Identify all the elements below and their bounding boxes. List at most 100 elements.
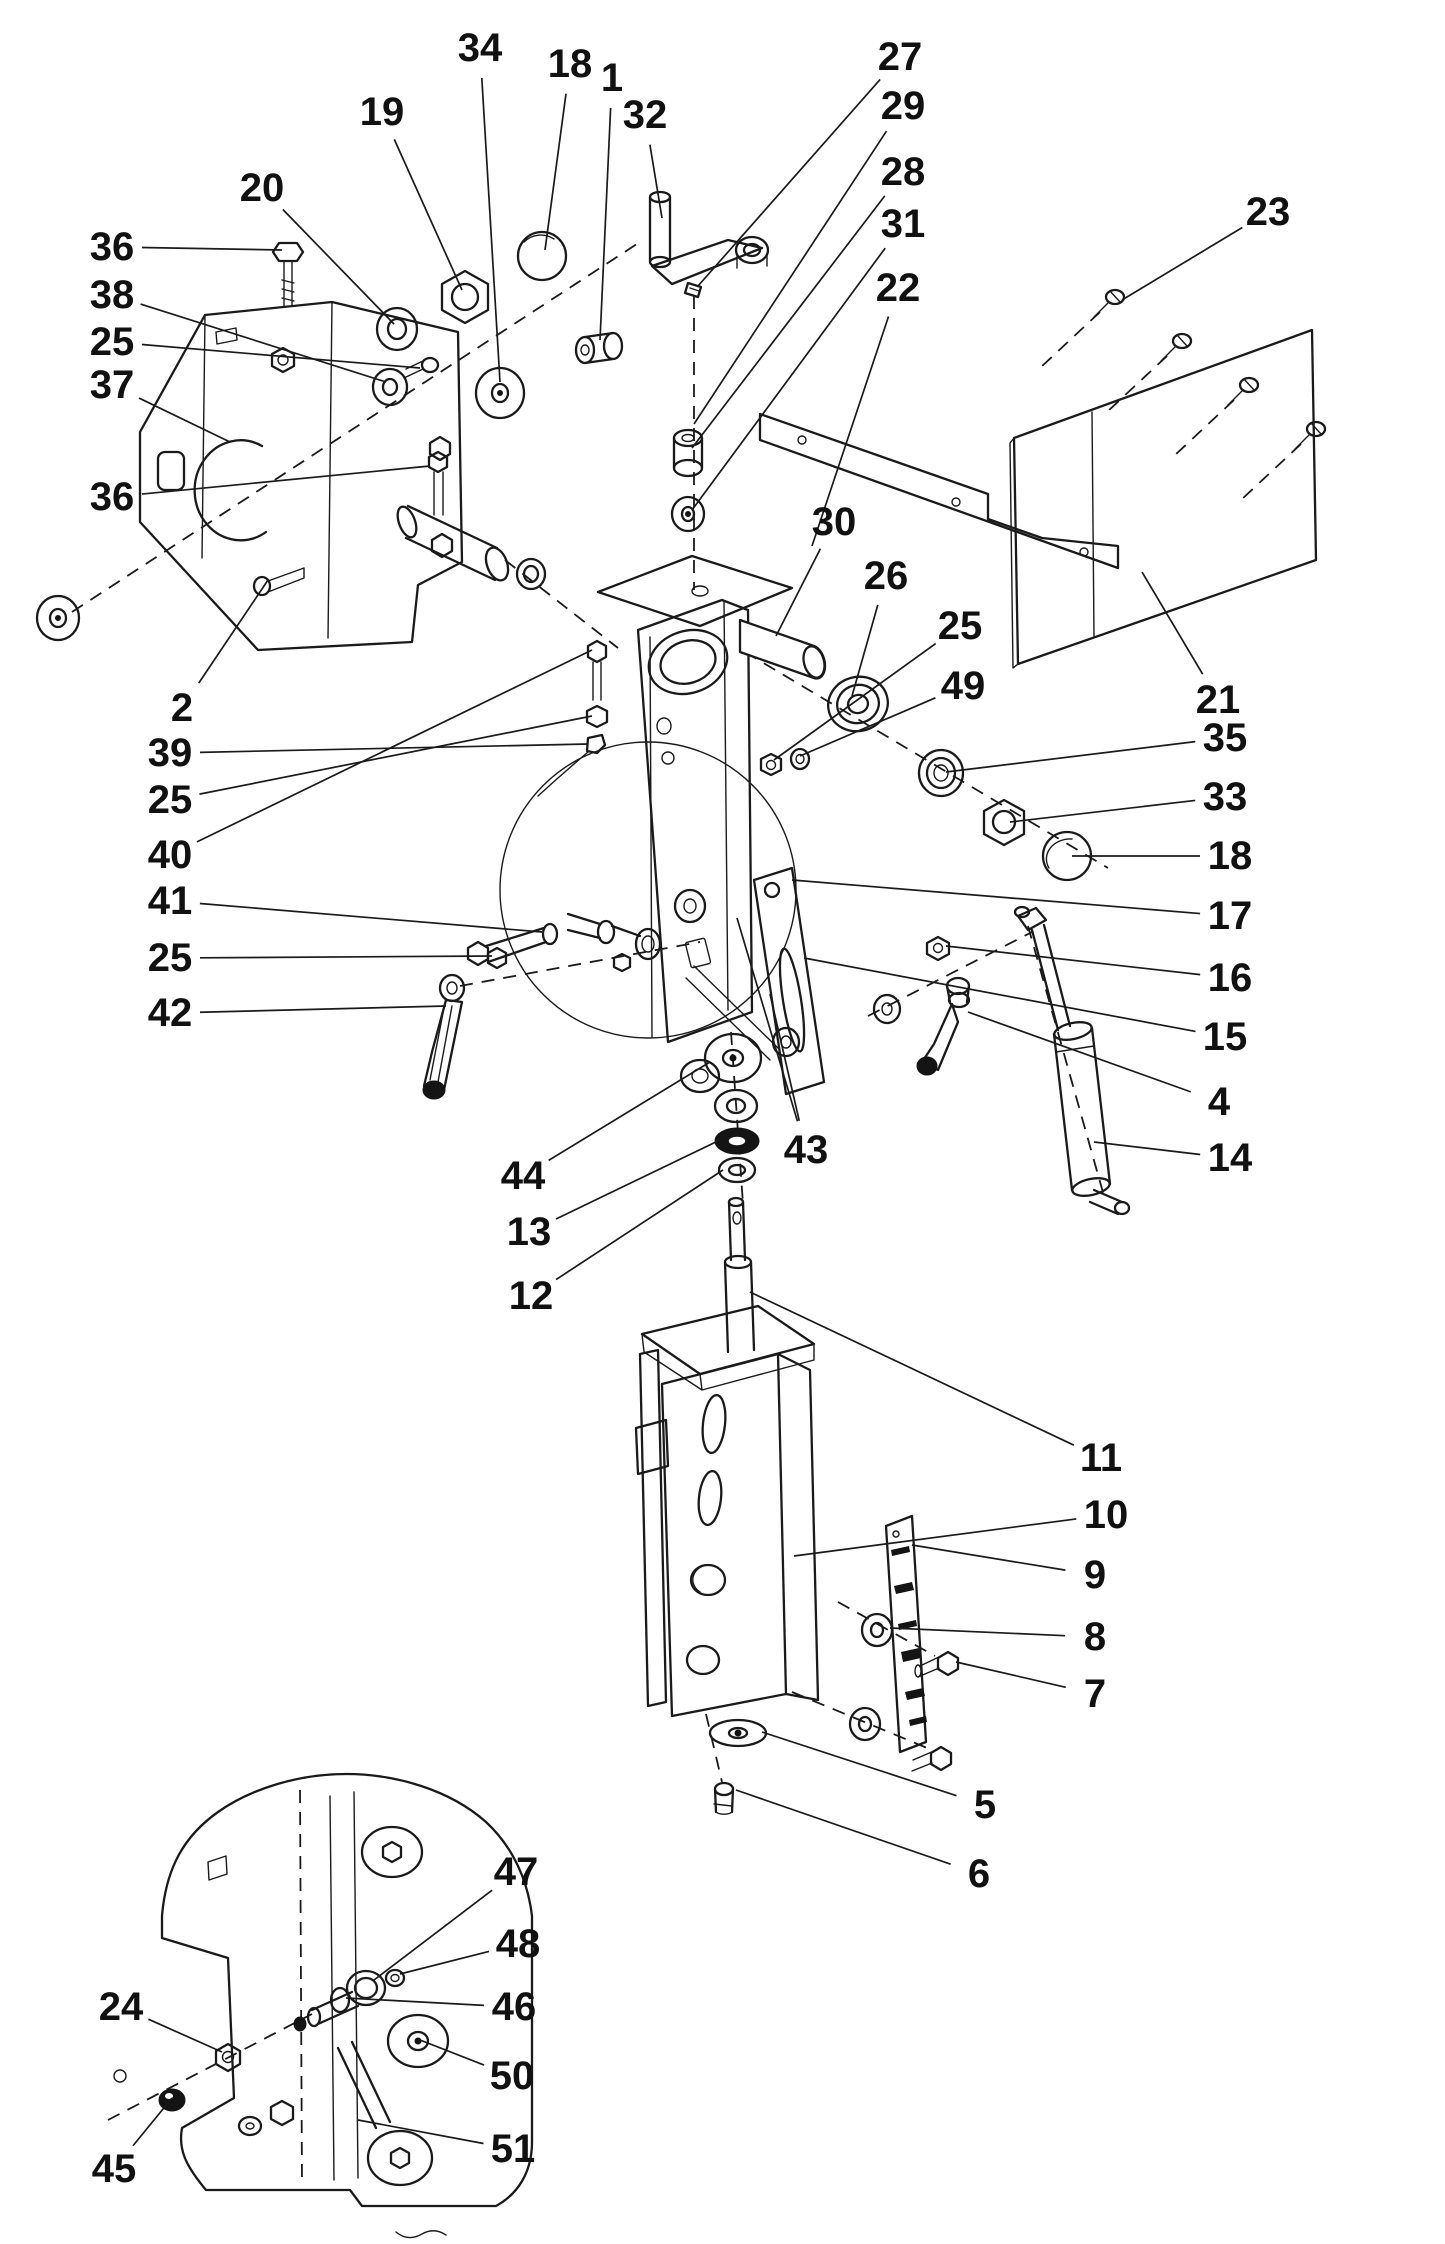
part-label-21-31: 21 <box>1196 678 1241 722</box>
leader-line <box>132 2097 173 2147</box>
leader-line <box>761 1731 957 1797</box>
leader-line <box>736 917 799 1122</box>
leader-line <box>196 649 593 843</box>
bracket-fasteners-drawing <box>252 241 454 597</box>
leader-line <box>691 195 886 449</box>
leader-line <box>803 957 1196 1033</box>
part-label-10-42: 10 <box>1084 1493 1129 1537</box>
leader-line <box>697 78 881 287</box>
part-label-7-45: 7 <box>1084 1672 1106 1716</box>
gas-spring-drawing <box>925 905 1131 1216</box>
part-label-17-32: 17 <box>1208 894 1253 938</box>
part-label-51-52: 51 <box>491 2127 536 2171</box>
part-label-6-47: 6 <box>968 1852 990 1896</box>
part-label-2-17: 2 <box>171 686 193 730</box>
part-label-42-23: 42 <box>148 991 193 1035</box>
leader-line <box>967 1011 1192 1093</box>
leader-line <box>799 697 936 757</box>
leader-line <box>148 2018 223 2053</box>
part-label-32-4: 32 <box>623 93 668 137</box>
part-label-15-34: 15 <box>1203 1015 1248 1059</box>
cover-panel-drawing <box>758 328 1318 669</box>
part-label-34-0: 34 <box>458 26 503 70</box>
top-hardware-drawing <box>440 190 770 533</box>
leader-line <box>198 579 269 684</box>
part-label-48-49: 48 <box>496 1922 541 1966</box>
part-label-18-30: 18 <box>1208 834 1253 878</box>
part-label-46-50: 46 <box>492 1985 537 2029</box>
upper-bracket-drawing <box>35 300 547 652</box>
slotted-link-drawing <box>752 866 826 1096</box>
leader-line <box>1093 1141 1201 1156</box>
leader-line <box>548 1061 711 1162</box>
part-label-47-48: 47 <box>494 1850 539 1894</box>
part-label-35-28: 35 <box>1203 716 1248 760</box>
part-label-16-33: 16 <box>1208 956 1253 1000</box>
leader-line <box>140 303 387 383</box>
leader-line <box>773 642 937 761</box>
leader-line <box>889 1627 1066 1637</box>
part-label-23-10: 23 <box>1246 190 1291 234</box>
detail-inset-drawing <box>113 1772 534 2239</box>
part-label-22-9: 22 <box>876 266 921 310</box>
part-label-18-1: 18 <box>548 42 593 86</box>
part-label-38-13: 38 <box>90 273 135 317</box>
left-hardware-drawing <box>422 639 662 1100</box>
lead-screw-drawing <box>723 1196 756 1354</box>
scale-strip-drawing <box>884 1514 928 1754</box>
leader-line <box>851 604 879 697</box>
part-label-26-25: 26 <box>864 554 909 598</box>
leader-line <box>399 1950 490 1975</box>
leader-line <box>141 465 431 495</box>
part-label-8-44: 8 <box>1084 1615 1106 1659</box>
part-label-41-21: 41 <box>148 879 193 923</box>
part-label-24-53: 24 <box>99 1985 144 2029</box>
leader-line <box>775 548 822 637</box>
leader-line <box>199 902 543 933</box>
leader-line <box>555 1139 721 1220</box>
leader-line <box>1009 799 1196 823</box>
part-label-31-8: 31 <box>881 202 926 246</box>
part-label-43-37: 43 <box>784 1128 829 1172</box>
leader-line <box>199 715 593 795</box>
part-label-28-7: 28 <box>881 150 926 194</box>
part-label-9-43: 9 <box>1084 1553 1106 1597</box>
part-label-40-20: 40 <box>148 833 193 877</box>
leader-line <box>1121 226 1243 301</box>
part-label-39-18: 39 <box>148 731 193 775</box>
part-label-25-26: 25 <box>938 604 983 648</box>
leader-line <box>599 107 612 341</box>
part-label-5-46: 5 <box>974 1783 996 1827</box>
part-label-36-12: 36 <box>90 225 135 269</box>
leader-line <box>393 139 463 291</box>
leader-line <box>791 879 1201 915</box>
clamp-lever-right-drawing <box>872 976 971 1076</box>
leader-line <box>793 1518 1077 1557</box>
lower-column-drawing <box>634 1304 820 1718</box>
leader-line <box>357 2119 484 2145</box>
part-label-1-2: 1 <box>601 56 623 100</box>
leader-line <box>945 945 1201 976</box>
part-label-36-16: 36 <box>90 475 135 519</box>
washer-stack-drawing <box>703 1032 763 1184</box>
leader-line <box>373 1889 493 1981</box>
leader-line <box>811 316 890 547</box>
leader-line <box>691 247 886 511</box>
part-label-12-40: 12 <box>509 1274 554 1318</box>
part-label-27-5: 27 <box>878 35 923 79</box>
leader-line <box>955 1661 1066 1689</box>
leader-line <box>282 208 395 325</box>
leader-line <box>649 144 663 219</box>
part-label-19-3: 19 <box>360 90 405 134</box>
part-label-4-35: 4 <box>1208 1080 1231 1124</box>
part-label-11-41: 11 <box>1080 1436 1122 1480</box>
part-label-37-15: 37 <box>90 363 135 407</box>
leader-line <box>345 1997 485 2007</box>
part-label-44-38: 44 <box>501 1154 546 1198</box>
leader-line <box>138 397 231 443</box>
panel-screws-drawing <box>1093 288 1327 450</box>
leader-line <box>141 343 421 369</box>
part-label-50-51: 50 <box>490 2054 535 2098</box>
